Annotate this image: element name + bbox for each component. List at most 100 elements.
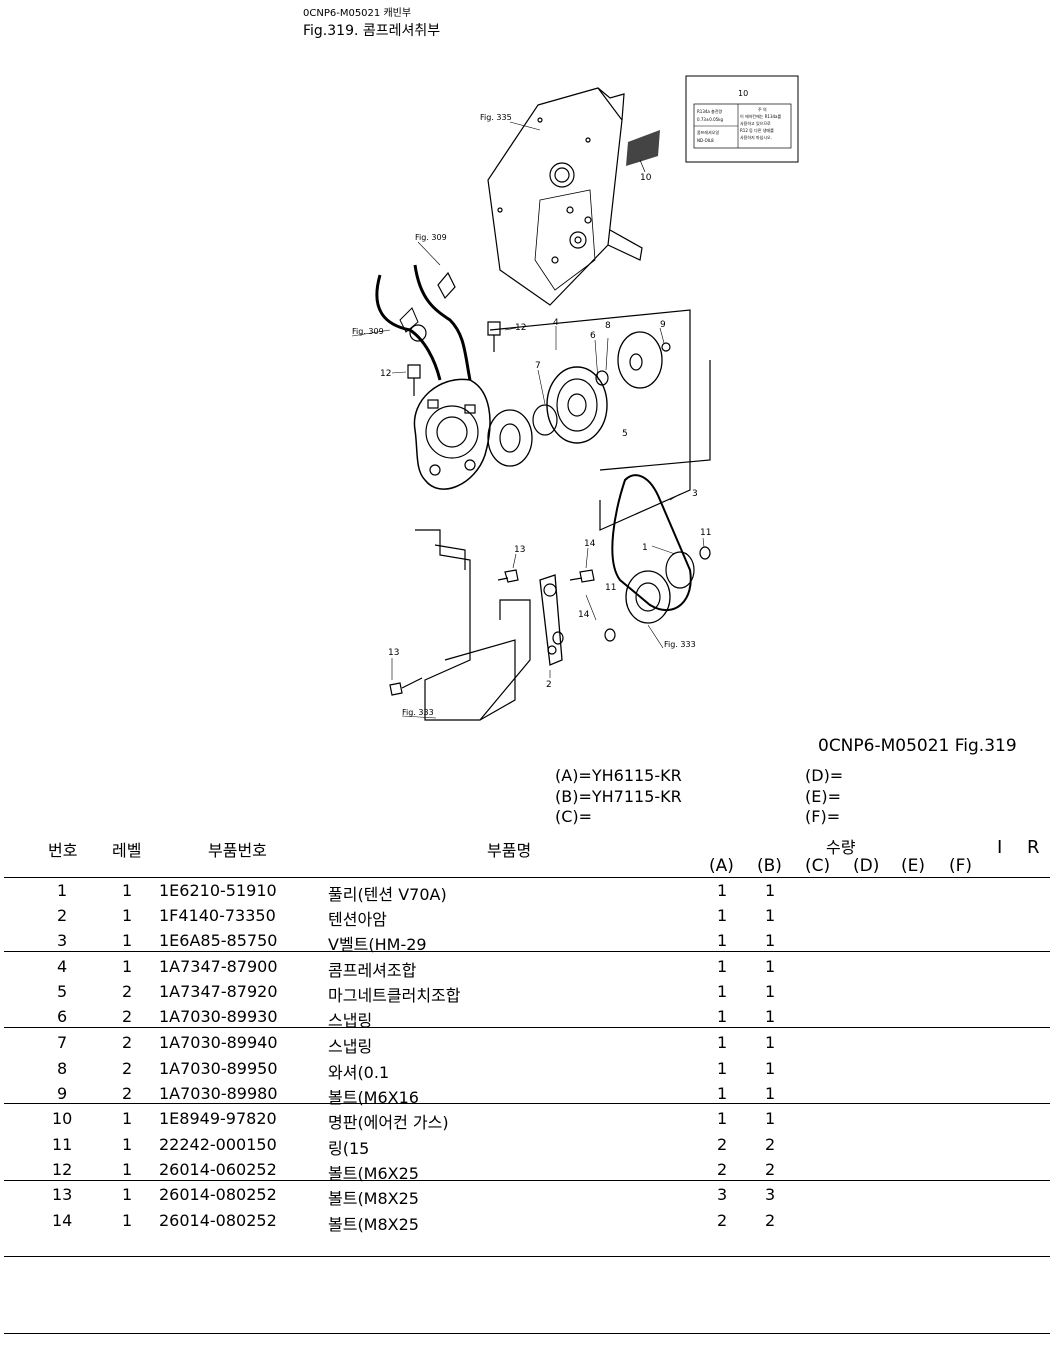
row-qty-b: 2: [765, 1211, 776, 1230]
row-part-name: 콤프레셔조합: [328, 961, 417, 980]
model-b: (B)=YH7115-KR: [555, 787, 682, 806]
refrigerant-label: 10 R134a 충전량 0.73±0.05kg 콤프레셔오일 ND-OIL8 …: [685, 75, 799, 163]
row-qty-a: 1: [717, 957, 728, 976]
row-part-number: 1A7030-89930: [159, 1007, 278, 1026]
row-number: 4: [57, 957, 68, 976]
row-qty-a: 1: [717, 906, 728, 925]
row-part-name: 와셔(0.1: [328, 1063, 390, 1082]
row-qty-a: 2: [717, 1160, 728, 1179]
fig-ref-333-bottom: Fig. 333: [402, 708, 434, 717]
row-qty-a: 1: [717, 1007, 728, 1026]
row-part-name: 볼트(M6X25: [328, 1164, 419, 1183]
header-part-number: 부품번호: [208, 841, 267, 860]
label-caution-title: 주 의: [758, 106, 767, 112]
callout-5: 5: [622, 429, 628, 439]
row-part-number: 1A7030-89980: [159, 1084, 278, 1103]
row-level: 2: [122, 1059, 133, 1078]
row-level: 2: [122, 1007, 133, 1026]
callout-11-right: 11: [700, 528, 711, 538]
group-divider: [4, 1180, 1050, 1181]
row-qty-b: 1: [765, 982, 776, 1001]
header-col-d: (D): [853, 856, 880, 876]
row-qty-b: 1: [765, 881, 776, 900]
callout-11-mid: 11: [605, 583, 616, 593]
callout-6: 6: [590, 331, 596, 341]
row-level: 1: [122, 1211, 133, 1230]
row-qty-a: 1: [717, 1109, 728, 1128]
document-code: 0CNP6-M05021 캐빈부: [303, 8, 412, 19]
row-part-name: 스냅링: [328, 1011, 373, 1030]
header-i: I: [997, 837, 1003, 858]
model-e: (E)=: [805, 787, 841, 806]
callout-13-mid: 13: [514, 545, 525, 555]
row-part-name: 명판(에어컨 가스): [328, 1113, 449, 1132]
row-level: 1: [122, 1135, 133, 1154]
row-number: 8: [57, 1059, 68, 1078]
row-number: 13: [52, 1185, 73, 1204]
callout-10: 10: [640, 173, 652, 183]
row-qty-a: 1: [717, 982, 728, 1001]
fig-ref-309-left: Fig. 309: [352, 327, 384, 336]
model-d: (D)=: [805, 766, 844, 785]
row-level: 1: [122, 1160, 133, 1179]
callout-1: 1: [642, 543, 648, 553]
row-qty-a: 1: [717, 1084, 728, 1103]
group-divider: [4, 951, 1050, 952]
callout-7: 7: [535, 361, 541, 371]
fig-ref-335: Fig. 335: [480, 113, 512, 122]
row-part-name: 볼트(M6X16: [328, 1088, 419, 1107]
label-number: 10: [738, 89, 748, 98]
model-f: (F)=: [805, 807, 841, 826]
row-qty-b: 1: [765, 1059, 776, 1078]
row-number: 7: [57, 1033, 68, 1052]
callout-2: 2: [546, 680, 552, 690]
header-level: 레벨: [112, 841, 142, 860]
callout-3: 3: [692, 489, 698, 499]
fig-ref-333-right: Fig. 333: [664, 640, 696, 649]
page-bottom-rule: [4, 1333, 1050, 1334]
row-qty-b: 1: [765, 957, 776, 976]
row-part-number: 1A7030-89950: [159, 1059, 278, 1078]
row-qty-b: 1: [765, 1084, 776, 1103]
row-qty-a: 1: [717, 881, 728, 900]
callout-8: 8: [605, 321, 611, 331]
row-qty-a: 2: [717, 1135, 728, 1154]
row-number: 3: [57, 931, 68, 950]
row-number: 1: [57, 881, 68, 900]
label-caution-line-3: R12 등 다른 냉매를: [740, 127, 774, 133]
row-part-number: 1E6A85-85750: [159, 931, 278, 950]
row-part-name: 텐션아암: [328, 910, 387, 929]
row-qty-a: 1: [717, 931, 728, 950]
row-number: 12: [52, 1160, 73, 1179]
row-qty-a: 1: [717, 1033, 728, 1052]
row-qty-b: 1: [765, 906, 776, 925]
row-part-number: 1A7030-89940: [159, 1033, 278, 1052]
row-part-name: 볼트(M8X25: [328, 1215, 419, 1234]
callout-9: 9: [660, 320, 666, 330]
group-divider: [4, 1027, 1050, 1028]
row-qty-b: 1: [765, 1007, 776, 1026]
row-number: 9: [57, 1084, 68, 1103]
row-qty-b: 1: [765, 1033, 776, 1052]
exploded-parts-diagram: Fig. 335 Fig. 309 Fig. 309 Fig. 333 Fig.…: [351, 75, 799, 721]
group-divider: [4, 1103, 1050, 1104]
row-part-number: 1F4140-73350: [159, 906, 276, 925]
label-caution-line-4: 사용하지 마십시오.: [740, 134, 772, 140]
row-level: 2: [122, 1033, 133, 1052]
label-refrigerant-amount: R134a 충전량: [697, 108, 722, 114]
row-number: 14: [52, 1211, 73, 1230]
header-col-c: (C): [805, 856, 831, 876]
row-part-number: 26014-060252: [159, 1160, 277, 1179]
callout-14-upper: 14: [584, 539, 596, 549]
row-level: 1: [122, 1109, 133, 1128]
model-c: (C)=: [555, 807, 593, 826]
